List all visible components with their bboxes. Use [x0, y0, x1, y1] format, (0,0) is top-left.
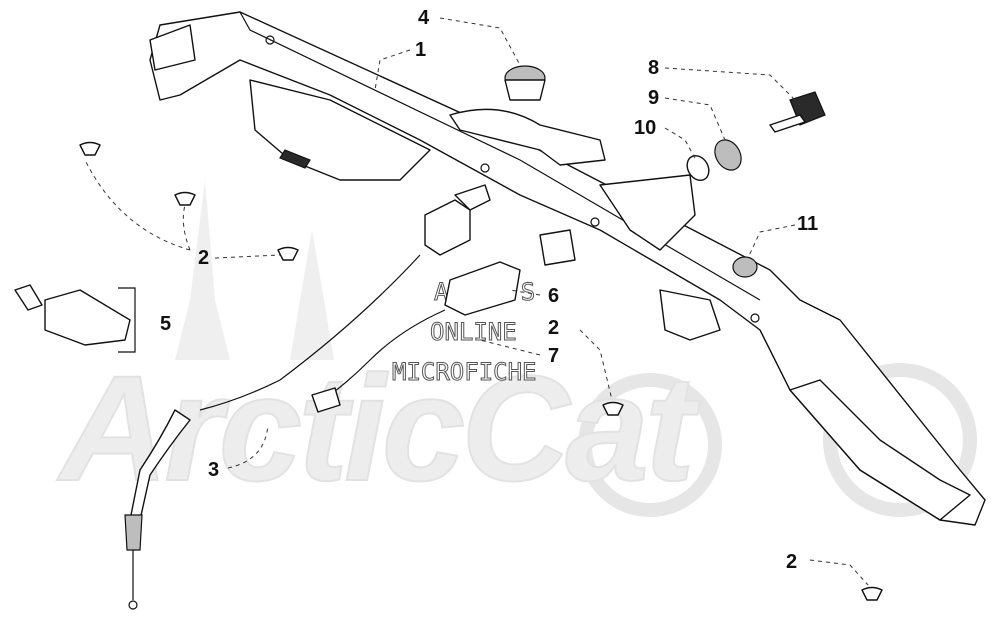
callout-3: 3 [208, 459, 219, 481]
screw-5 [861, 586, 883, 601]
leader-10 [664, 127, 696, 159]
leader-lines [84, 17, 869, 586]
leader-7 [479, 339, 541, 356]
leader-3 [227, 424, 269, 469]
cable-lever-housing [424, 199, 471, 256]
switch-body [444, 261, 521, 316]
knob-body [504, 79, 546, 101]
key-part-8 [769, 91, 826, 133]
screw-1 [79, 141, 101, 156]
callouts: 4 1 8 9 10 11 2 6 2 7 5 3 2 [160, 7, 818, 573]
leader-2a-c [182, 204, 191, 251]
screws-part-2 [79, 141, 883, 601]
console-hole-3 [590, 217, 600, 227]
console-hole-2 [480, 163, 490, 173]
screw-4 [602, 401, 624, 416]
bracket-pin [14, 284, 43, 311]
console-center-bump [449, 108, 606, 166]
nut-part-10 [686, 154, 710, 182]
leader-1 [374, 49, 411, 91]
leader-11 [747, 224, 796, 259]
plug-part-11 [732, 256, 758, 278]
leader-2c [809, 559, 869, 586]
watermark-wheel-left [578, 373, 722, 517]
watermark-tower-left [175, 180, 230, 360]
callout-5: 5 [160, 313, 171, 335]
switch-connector [311, 387, 341, 413]
callout-8: 8 [648, 57, 659, 79]
leader-4 [439, 17, 521, 66]
switch-wire [329, 309, 446, 396]
console-left-tab [149, 24, 196, 71]
callout-6: 6 [548, 285, 559, 307]
switch-assembly-6-7 [311, 229, 576, 413]
callout-7: 7 [548, 345, 559, 367]
callout-1: 1 [415, 39, 426, 61]
console-panel [149, 11, 986, 526]
bezel-part-9 [714, 139, 742, 171]
callout-2-left: 2 [198, 247, 209, 269]
callout-2-right: 2 [786, 551, 797, 573]
watermark-brand: ArcticCat [56, 344, 701, 512]
leader-2a [214, 254, 281, 259]
cable-lever [454, 184, 491, 211]
screw-3 [277, 246, 299, 261]
console-right-arm [789, 379, 971, 521]
knob-part-4 [504, 65, 546, 101]
callout-10: 10 [634, 117, 656, 139]
cable-adjuster [124, 514, 143, 551]
console-mount-right [659, 289, 721, 341]
leader-6 [509, 289, 541, 296]
leader-8 [664, 67, 801, 106]
callout-4: 4 [418, 7, 430, 29]
switch-boot [539, 229, 576, 266]
watermark-line2: ONLINE [430, 318, 517, 346]
bracket-brace [118, 287, 136, 353]
console-hole-4 [750, 313, 760, 323]
console-slot [279, 149, 311, 169]
callout-11: 11 [797, 213, 818, 235]
leader-2b [579, 329, 613, 401]
cable-part-3 [124, 184, 491, 610]
watermark-wheel-right [823, 363, 977, 517]
bracket-body [44, 289, 131, 346]
console-hole-1 [265, 35, 275, 45]
watermark-line3: MICROFICHE [392, 358, 537, 386]
cable-line-upper [199, 254, 421, 411]
leader-2a-b [84, 159, 191, 251]
key-blade [769, 114, 806, 133]
watermark-tower-right [290, 230, 334, 360]
bracket-part-5 [14, 284, 136, 353]
callout-9: 9 [648, 87, 659, 109]
cable-end [128, 600, 138, 610]
ignition-housing [599, 174, 696, 251]
callout-2-center: 2 [548, 317, 559, 339]
screw-2 [174, 191, 196, 206]
